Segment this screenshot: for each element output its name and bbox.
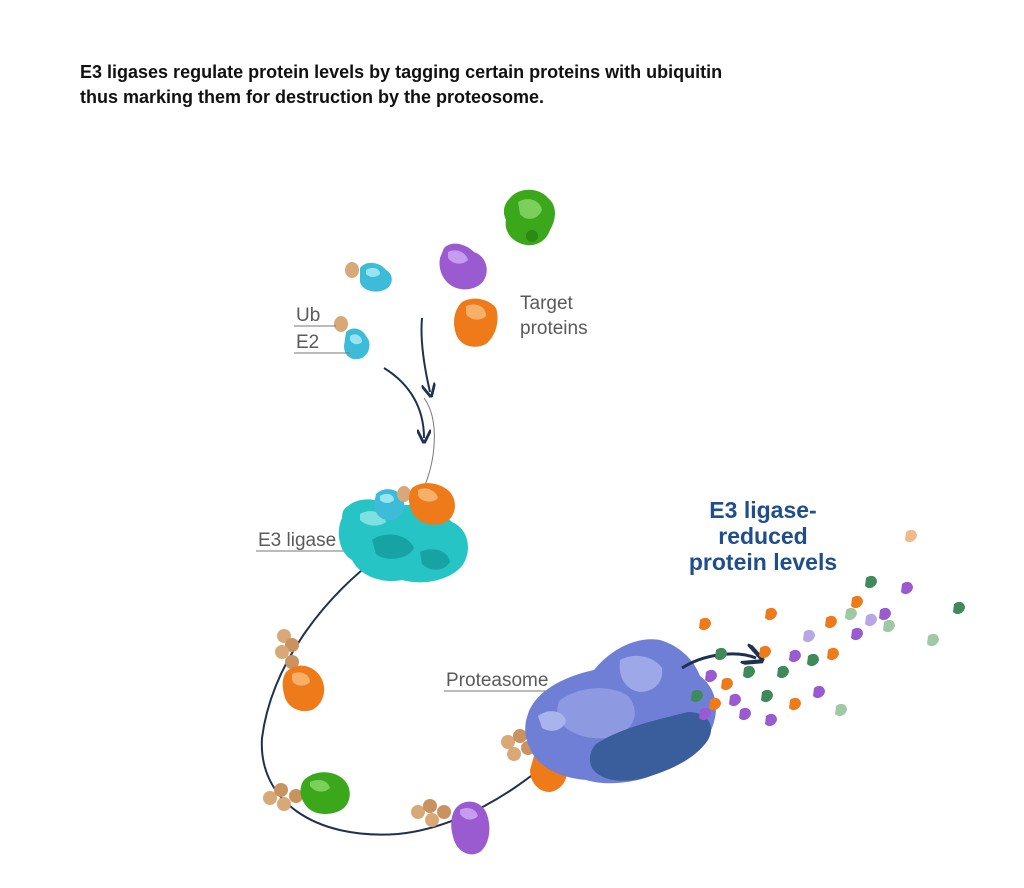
caption-line-2: thus marking them for destruction by the… — [80, 87, 545, 107]
e3-ligase-label: E3 ligase — [258, 530, 336, 551]
ub-label: Ub — [296, 305, 320, 326]
degraded-peptide-fragments — [691, 529, 965, 727]
caption-line-1: E3 ligases regulate protein levels by ta… — [80, 62, 723, 82]
target-proteins-label-line-1: Target — [520, 293, 574, 314]
e3-ligase-complex — [338, 483, 468, 583]
e2-to-e3-arrow — [383, 367, 424, 438]
result-line-1: E3 ligase- — [709, 497, 816, 523]
result-line-3: protein levels — [689, 549, 837, 575]
result-headline: E3 ligase- reduced protein levels — [689, 497, 837, 575]
e2-ub-complex-upper — [345, 262, 392, 292]
proteasome — [525, 639, 716, 784]
e2-label: E2 — [296, 332, 319, 353]
proteasome-label: Proteasome — [446, 670, 548, 691]
target-protein-purple — [439, 243, 487, 290]
figure-caption: E3 ligases regulate protein levels by ta… — [80, 60, 980, 110]
target-to-e3-arrow — [420, 317, 430, 392]
ubiquitinated-target-orange — [275, 629, 325, 712]
result-line-2: reduced — [718, 523, 807, 549]
ubiquitination-pathway-arrow — [260, 555, 597, 836]
ubiquitinated-target-purple — [411, 799, 490, 855]
target-protein-green — [503, 189, 555, 246]
e2-ub-complex — [334, 316, 370, 360]
target-proteins-label-line-2: proteins — [520, 318, 588, 339]
target-protein-orange — [454, 298, 498, 347]
target-guide-line — [421, 397, 435, 493]
ubiquitinated-target-green — [263, 772, 350, 814]
